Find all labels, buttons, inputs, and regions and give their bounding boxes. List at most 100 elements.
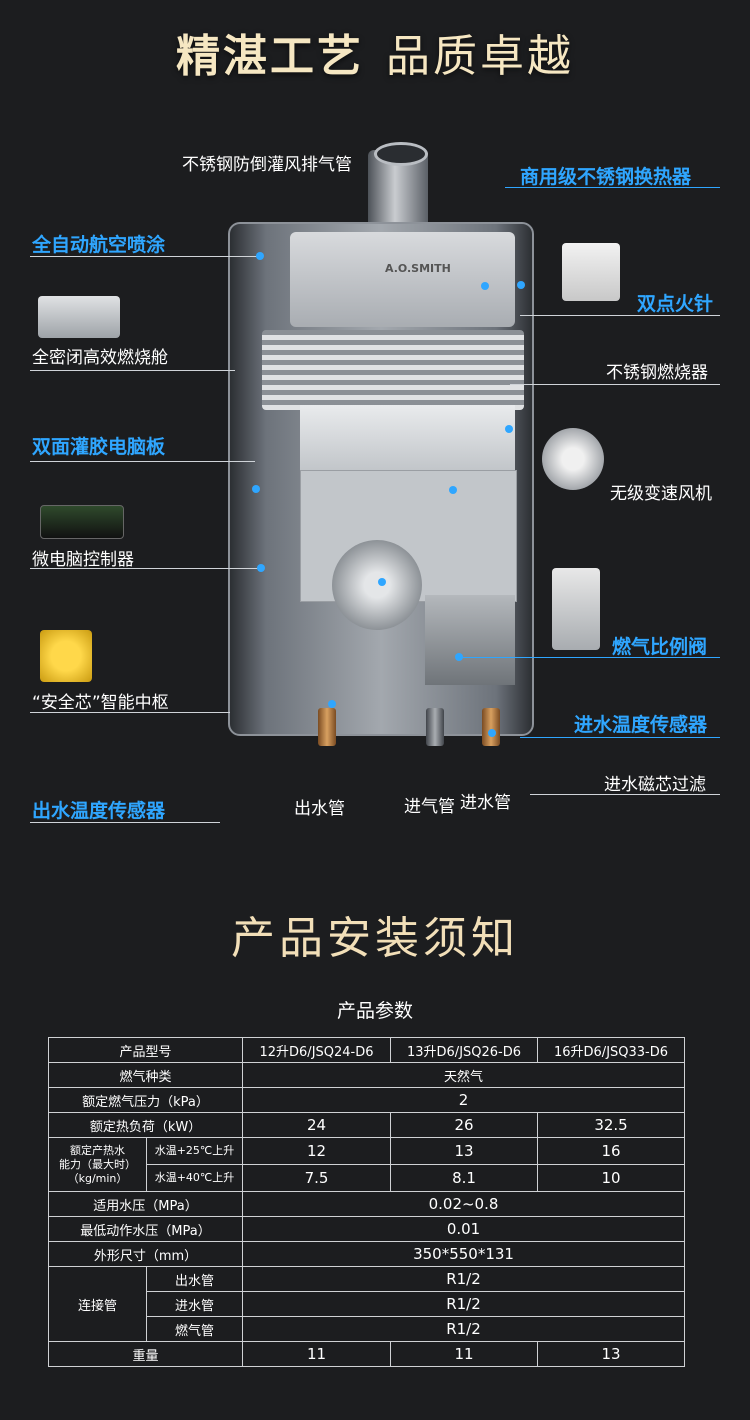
auto-spray-leader [30, 256, 260, 257]
rise40-cell: 10 [537, 1164, 686, 1192]
exhaust-pipe-label: 不锈钢防倒灌风排气管 [182, 155, 352, 175]
connection-label-cell: 连接管 [48, 1266, 147, 1342]
fan-dot [449, 486, 457, 494]
conn-inlet-value-cell: R1/2 [242, 1291, 686, 1317]
table-row: 燃气种类 天然气 [47, 1062, 686, 1088]
spec-table: 产品型号 12升D6/JSQ24-D6 13升D6/JSQ26-D6 16升D6… [47, 1037, 686, 1367]
rise25-cell: 13 [390, 1137, 539, 1165]
exhaust-flue-illustration [368, 142, 428, 230]
auto-spray-label: 全自动航空喷涂 [32, 234, 166, 256]
inlet-pipe-illustration [482, 708, 500, 746]
controller-dot [257, 564, 265, 572]
dimension-label-cell: 外形尺寸（mm） [47, 1241, 244, 1267]
heat-exchanger-illustration: A.O.SMITH [290, 232, 515, 327]
model-cell: 12升D6/JSQ24-D6 [242, 1037, 392, 1063]
gas-pressure-label-cell: 额定燃气压力（kPa） [47, 1087, 244, 1113]
pcb-leader [30, 461, 255, 462]
rise40-cell: 7.5 [242, 1164, 392, 1192]
gas-pipe-illustration [426, 708, 444, 746]
min-pressure-value-cell: 0.01 [242, 1216, 686, 1242]
install-heading: 产品安装须知 [231, 913, 519, 964]
controller-thumbnail [40, 505, 124, 539]
weight-label-cell: 重量 [47, 1341, 244, 1367]
gas-valve-thumbnail [552, 568, 600, 650]
rise40-cell: 8.1 [390, 1164, 539, 1192]
hot-water-label-cell: 额定产热水 能力（最大时） （kg/min） [48, 1137, 147, 1192]
safety-chip-label: “安全芯”智能中枢 [32, 693, 169, 713]
heat-load-cell: 32.5 [537, 1112, 686, 1138]
weight-cell: 11 [242, 1341, 392, 1367]
fan-center-dot [378, 578, 386, 586]
weight-cell: 11 [390, 1341, 539, 1367]
title-part1: 精湛工艺 [176, 31, 364, 82]
controller-leader [30, 568, 262, 569]
outlet-sensor-dot [328, 700, 336, 708]
table-row: 最低动作水压（MPa） 0.01 [47, 1216, 686, 1242]
rise25-label-cell: 水温+25℃上升 [145, 1137, 244, 1165]
fan-illustration [332, 540, 422, 630]
outlet-temp-sensor-label: 出水温度传感器 [32, 800, 166, 822]
title-part2: 品质卓越 [386, 31, 574, 82]
chamber-thumbnail [38, 296, 120, 338]
inlet-sensor-leader [520, 737, 720, 738]
gas-pipe-label: 进气管 [404, 797, 455, 817]
page-title: 精湛工艺品质卓越 [0, 20, 750, 84]
table-row: 燃气管 R1/2 [49, 1316, 686, 1342]
outlet-pipe-illustration [318, 708, 336, 746]
heat-exchanger-dot [481, 282, 489, 290]
table-row: 额定燃气压力（kPa） 2 [47, 1087, 686, 1113]
table-caption: 产品参数 [336, 1000, 413, 1022]
rise25-cell: 12 [242, 1137, 392, 1165]
rise40-label-cell: 水温+40℃上升 [145, 1164, 244, 1192]
ignition-leader [520, 315, 720, 316]
min-pressure-label-cell: 最低动作水压（MPa） [47, 1216, 244, 1242]
table-row: 外形尺寸（mm） 350*550*131 [47, 1241, 686, 1267]
gas-valve-illustration [425, 595, 515, 685]
model-cell: 13升D6/JSQ26-D6 [390, 1037, 539, 1063]
magnetic-filter-label: 进水磁芯过滤 [604, 775, 706, 795]
water-pressure-value-cell: 0.02~0.8 [242, 1191, 686, 1217]
gas-type-value-cell: 天然气 [242, 1062, 686, 1088]
inlet-sensor-dot [488, 729, 496, 737]
conn-gas-value-cell: R1/2 [242, 1316, 686, 1342]
auto-spray-dot [256, 252, 264, 260]
ignition-thumbnail [562, 243, 620, 301]
inlet-pipe-label: 进水管 [460, 793, 511, 813]
conn-inlet-label-cell: 进水管 [145, 1291, 244, 1317]
model-label-cell: 产品型号 [47, 1037, 244, 1063]
outlet-pipe-label: 出水管 [294, 799, 345, 819]
gas-valve-label: 燃气比例阀 [612, 636, 708, 658]
burner-illustration [300, 405, 515, 475]
ss-burner-label: 不锈钢燃烧器 [606, 363, 708, 383]
conn-outlet-value-cell: R1/2 [242, 1266, 686, 1292]
rise25-cell: 16 [537, 1137, 686, 1165]
pcb-label: 双面灌胶电脑板 [32, 436, 166, 458]
water-pressure-label-cell: 适用水压（MPa） [47, 1191, 244, 1217]
fan-label: 无级变速风机 [610, 484, 712, 504]
ignition-dot [517, 281, 525, 289]
heat-exchanger-leader [505, 187, 720, 188]
pcb-dot [252, 485, 260, 493]
burner-dot [505, 425, 513, 433]
table-row: 重量 11 11 13 [47, 1341, 686, 1367]
gas-valve-leader [460, 657, 720, 658]
burner-leader [510, 384, 720, 385]
dimension-value-cell: 350*550*131 [242, 1241, 686, 1267]
table-row: 水温+40℃上升 7.5 8.1 10 [49, 1164, 686, 1192]
table-row: 适用水压（MPa） 0.02~0.8 [47, 1191, 686, 1217]
model-cell: 16升D6/JSQ33-D6 [537, 1037, 686, 1063]
conn-gas-label-cell: 燃气管 [145, 1316, 244, 1342]
heat-exchanger-label: 商用级不锈钢换热器 [520, 166, 692, 188]
inlet-temp-sensor-label: 进水温度传感器 [574, 714, 708, 736]
heat-load-cell: 24 [242, 1112, 392, 1138]
fan-thumbnail [542, 428, 604, 490]
safety-chip-leader [30, 712, 230, 713]
brand-mark: A.O.SMITH [385, 262, 451, 275]
gas-valve-dot [455, 653, 463, 661]
gas-type-label-cell: 燃气种类 [47, 1062, 244, 1088]
safety-chip-thumbnail [40, 630, 92, 682]
table-row: 进水管 R1/2 [49, 1291, 686, 1317]
gas-pressure-value-cell: 2 [242, 1087, 686, 1113]
dual-ignition-label: 双点火针 [637, 293, 714, 315]
heat-load-label-cell: 额定热负荷（kW） [47, 1112, 244, 1138]
